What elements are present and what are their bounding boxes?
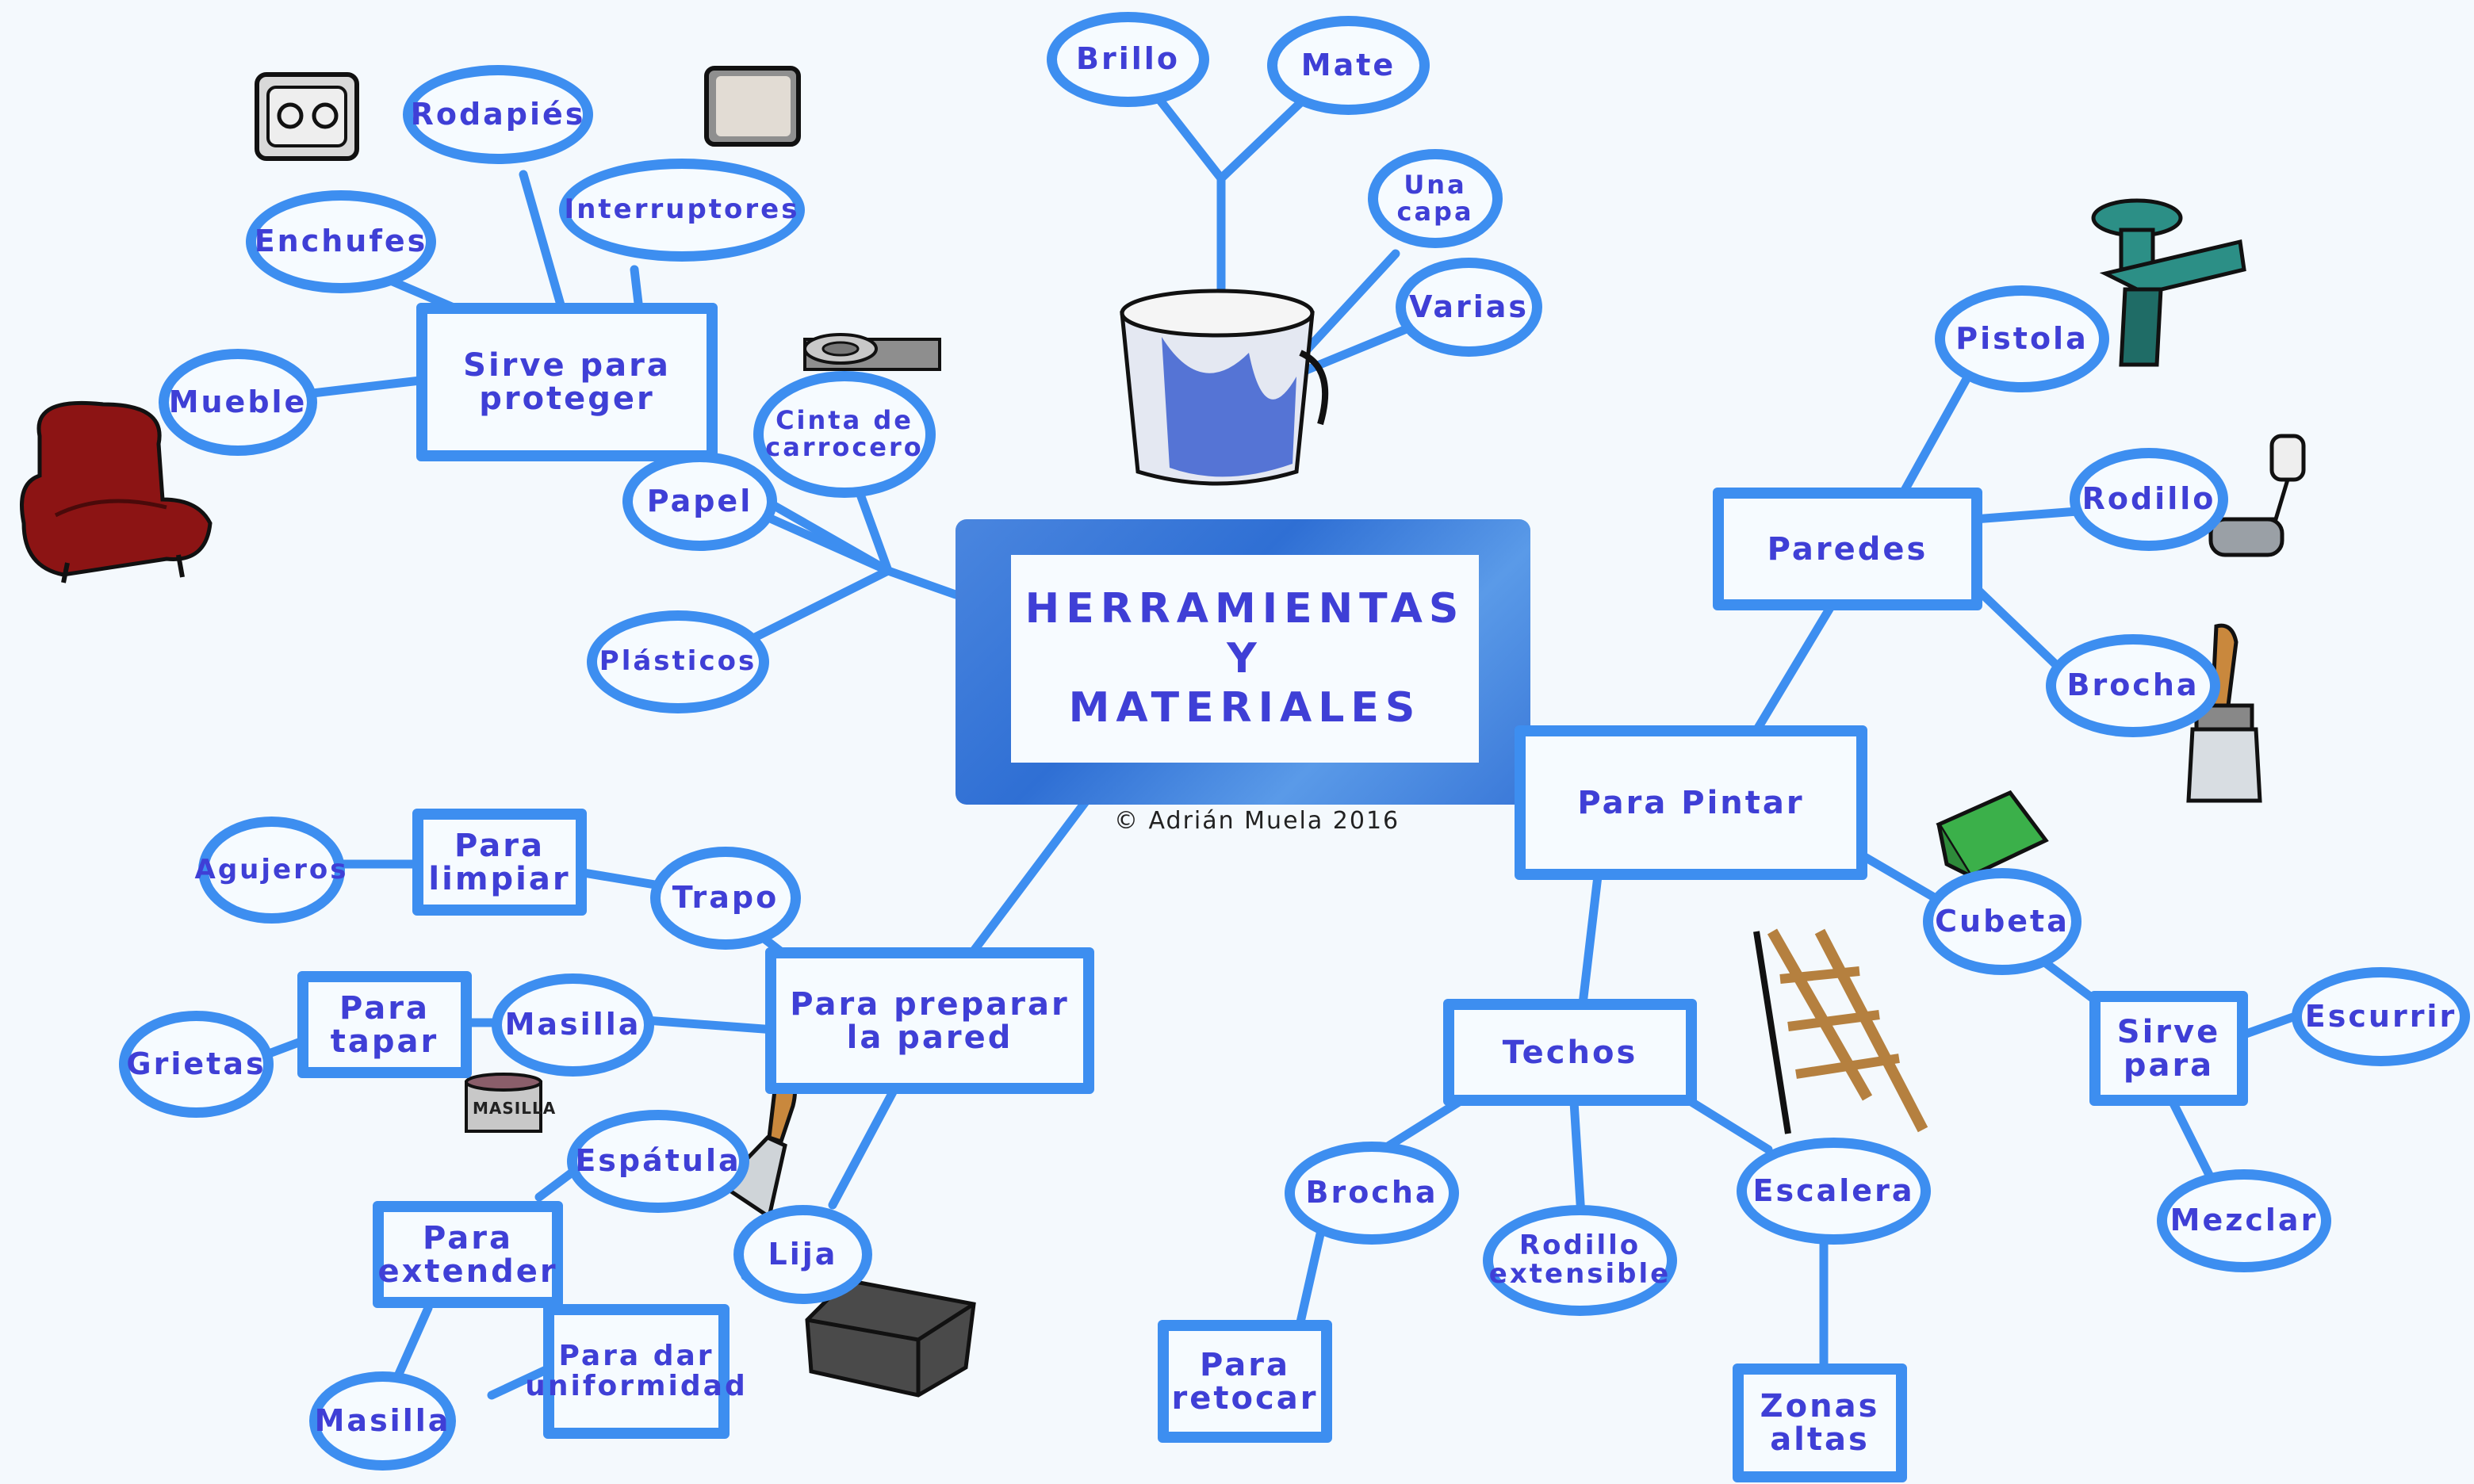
central-title-line-1: HERRAMIENTAS xyxy=(1024,585,1465,633)
socket-illustration xyxy=(255,72,359,161)
node-espatula: Espátula xyxy=(567,1110,749,1213)
ladder-illustration xyxy=(1753,928,1928,1134)
credit: © Adrián Muela 2016 xyxy=(1114,807,1400,835)
node-mezclar: Mezclar xyxy=(2157,1169,2331,1272)
node-pistola: Pistola xyxy=(1935,285,2109,392)
node-escurrir: Escurrir xyxy=(2292,967,2470,1066)
central-title-line-2: Y xyxy=(1227,634,1263,683)
node-mueble: Mueble xyxy=(159,349,317,456)
node-enchufes: Enchufes xyxy=(246,190,436,293)
node-rodapies: Rodapiés xyxy=(403,65,593,164)
node-rodillo-extensible: Rodillo extensible xyxy=(1483,1205,1677,1316)
node-agujeros: Agujeros xyxy=(195,817,346,924)
paint-bucket-illustration xyxy=(1120,289,1329,486)
roller-illustration xyxy=(2208,434,2306,557)
node-para-pintar: Para Pintar xyxy=(1515,725,1867,880)
node-masilla-tapar: Masilla xyxy=(492,973,654,1077)
node-rodillo: Rodillo xyxy=(2070,448,2228,551)
node-escalera: Escalera xyxy=(1737,1138,1931,1245)
node-para-dar-uniformidad: Para dar uniformidad xyxy=(525,1304,745,1439)
node-varias: Varias xyxy=(1396,258,1542,357)
node-zonas-altas: Zonas altas xyxy=(1733,1364,1907,1482)
node-techos: Techos xyxy=(1443,999,1697,1106)
paint-tray-illustration xyxy=(1936,790,2049,879)
node-cinta-de-carrocero: Cinta de carrocero xyxy=(753,371,936,498)
node-lija: Lija xyxy=(733,1205,872,1304)
central-title: HERRAMIENTAS Y MATERIALES xyxy=(1011,555,1479,763)
node-sirve-para: Sirve para xyxy=(2089,991,2248,1106)
central-title-line-3: MATERIALES xyxy=(1068,684,1422,732)
node-cubeta: Cubeta xyxy=(1923,868,2081,975)
node-interruptores: Interruptores xyxy=(559,159,805,262)
node-mate: Mate xyxy=(1267,16,1430,115)
node-papel: Papel xyxy=(622,452,777,551)
node-grietas: Grietas xyxy=(119,1011,274,1118)
node-sirve-para-proteger: Sirve para proteger xyxy=(416,303,718,461)
node-trapo: Trapo xyxy=(650,847,801,950)
node-masilla-extender: Masilla xyxy=(309,1371,456,1471)
node-una-capa: Una capa xyxy=(1368,149,1503,248)
node-para-tapar: Para tapar xyxy=(297,971,472,1078)
putty-can-label: MASILLA xyxy=(473,1099,557,1118)
switch-illustration xyxy=(704,66,801,147)
node-paredes: Paredes xyxy=(1713,488,1982,610)
node-brillo: Brillo xyxy=(1047,12,1209,107)
node-brocha-techos: Brocha xyxy=(1285,1142,1459,1245)
spray-gun-illustration xyxy=(2091,198,2246,367)
node-para-extender: Para extender xyxy=(373,1201,563,1308)
node-plasticos: Plásticos xyxy=(587,610,769,713)
node-brocha-paredes: Brocha xyxy=(2046,634,2220,737)
node-para-retocar: Para retocar xyxy=(1158,1320,1332,1443)
tape-illustration xyxy=(803,333,941,371)
armchair-illustration xyxy=(20,400,213,583)
putty-can-illustration xyxy=(465,1073,542,1133)
node-para-limpiar: Para limpiar xyxy=(412,809,587,916)
node-para-preparar-la-pared: Para preparar la pared xyxy=(765,947,1094,1094)
